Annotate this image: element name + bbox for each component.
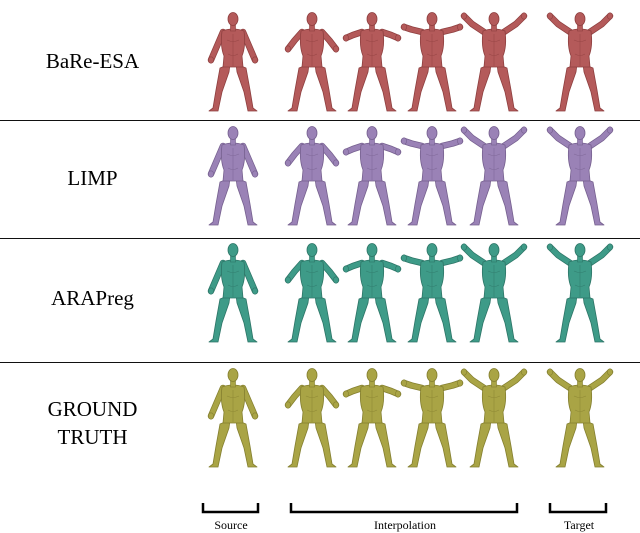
caption-interpolation: Interpolation xyxy=(374,518,436,532)
mesh-figure-interp xyxy=(400,12,464,112)
row-label-text-line-2: TRUTH xyxy=(57,425,128,449)
mesh-figure-interp xyxy=(342,368,402,468)
row-label-text-line-1: GROUND xyxy=(47,397,138,421)
mesh-figure-interp xyxy=(400,126,464,226)
caption-target: Target xyxy=(563,518,595,532)
mesh-figure-target xyxy=(546,12,614,112)
source-bracket xyxy=(201,503,260,514)
mesh-figure-interp xyxy=(284,243,340,343)
row-label-arapreg: ARAPreg xyxy=(0,284,185,312)
mesh-figure-target xyxy=(546,243,614,343)
mesh-figure-target xyxy=(546,126,614,226)
target-bracket xyxy=(548,503,608,514)
mesh-figure-interp xyxy=(460,243,528,343)
caption-source: Source xyxy=(214,518,248,532)
mesh-figure-source xyxy=(207,243,259,343)
mesh-figure-interp xyxy=(460,12,528,112)
row-divider xyxy=(0,362,640,363)
mesh-figure-interp xyxy=(400,243,464,343)
mesh-figure-interp xyxy=(342,12,402,112)
mesh-figure-interp xyxy=(342,126,402,226)
mesh-figure-interp xyxy=(460,126,528,226)
row-label-limp: LIMP xyxy=(0,164,185,192)
mesh-figure-interp xyxy=(342,243,402,343)
mesh-figure-interp xyxy=(284,12,340,112)
mesh-figure-source xyxy=(207,368,259,468)
mesh-figure-target xyxy=(546,368,614,468)
mesh-figure-source xyxy=(207,12,259,112)
mesh-figure-interp xyxy=(284,368,340,468)
mesh-figure-source xyxy=(207,126,259,226)
row-label-text: ARAPreg xyxy=(51,286,134,310)
row-divider xyxy=(0,120,640,121)
mesh-figure-interp xyxy=(400,368,464,468)
mesh-figure-interp xyxy=(284,126,340,226)
row-label-bare-esa: BaRe-ESA xyxy=(0,47,185,75)
mesh-figure-interp xyxy=(460,368,528,468)
row-label-ground-truth: GROUND TRUTH xyxy=(0,395,185,451)
row-label-text: BaRe-ESA xyxy=(45,49,140,73)
row-label-text: LIMP xyxy=(67,166,118,190)
row-divider xyxy=(0,238,640,239)
interpolation-bracket xyxy=(289,503,519,514)
